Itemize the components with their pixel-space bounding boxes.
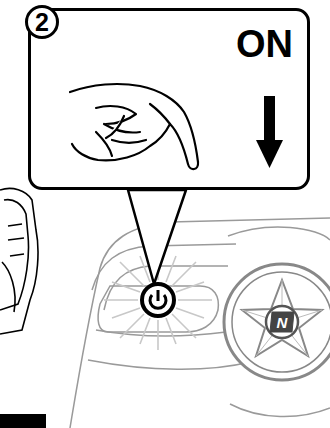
pressing-hand (70, 84, 198, 169)
callout-ground (30, 10, 309, 189)
page-bar (0, 414, 46, 428)
state-label: ON (236, 25, 293, 63)
press-arrow (256, 96, 283, 168)
step-number-circle: 2 (25, 5, 59, 39)
brand-logo: N (277, 314, 288, 331)
power-button (142, 284, 174, 316)
device-body (70, 218, 330, 428)
logo-badge (270, 312, 294, 332)
star-wheel (224, 264, 330, 380)
callout-leader (128, 190, 186, 284)
callout-box: ON 2 (28, 8, 310, 190)
callout-number: 2 (35, 10, 49, 35)
side-device (0, 188, 38, 334)
